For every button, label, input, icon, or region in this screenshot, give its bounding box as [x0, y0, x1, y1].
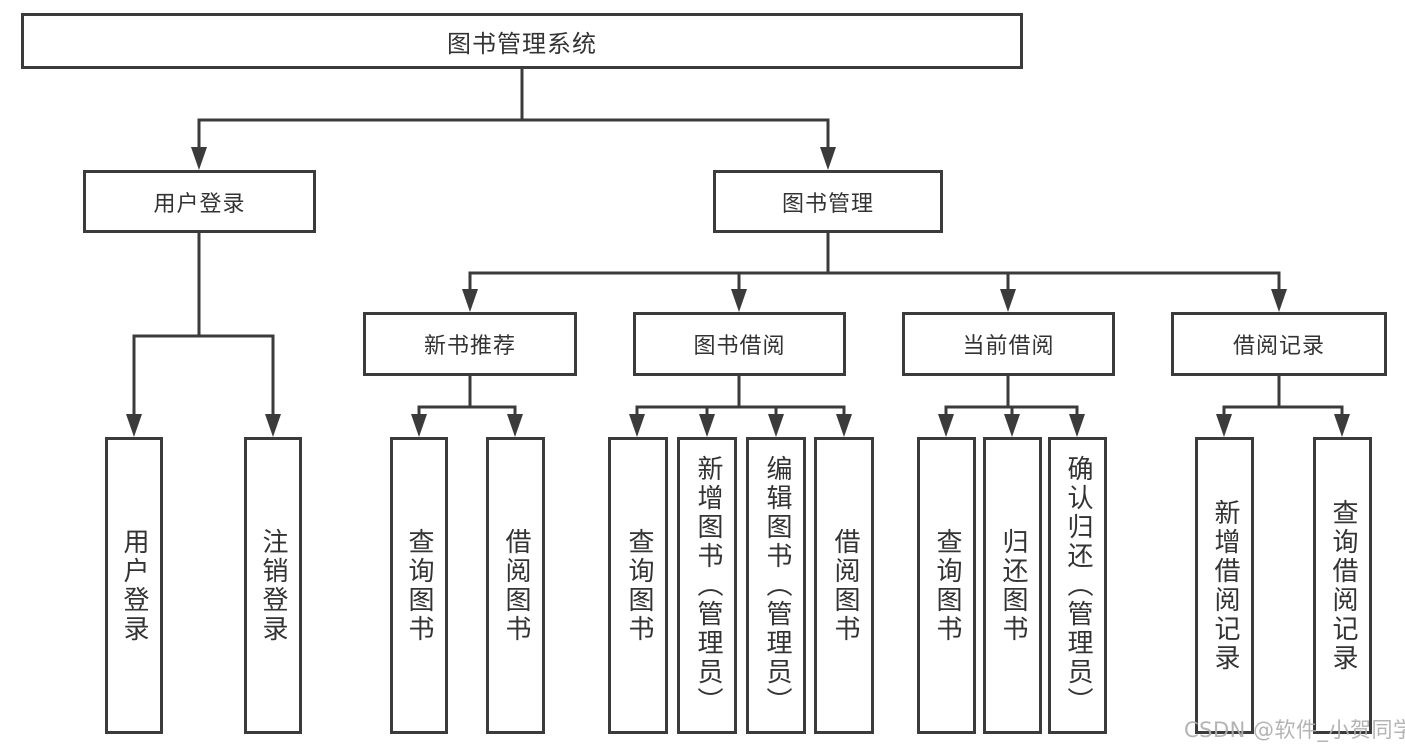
leaf-borrow-books-recommend: 借阅图书: [486, 437, 545, 734]
node-new-book-recommend: 新书推荐: [363, 312, 577, 376]
leaf-query-books-recommend: 查询图书: [390, 437, 448, 734]
connector-borrow-records-to-leaves: [1222, 376, 1344, 418]
leaf-borrow-books: 借阅图书: [814, 437, 874, 734]
node-borrow-records: 借阅记录: [1171, 312, 1387, 376]
connector-current-borrow-to-leaves: [944, 376, 1079, 418]
leaf-add-book-admin: 新增图书（管理员）: [677, 437, 737, 734]
arrowheads: [126, 147, 1350, 437]
leaf-query-books-borrow: 查询图书: [608, 437, 668, 734]
leaf-edit-book-admin: 编辑图书（管理员）: [746, 437, 806, 734]
node-book-management: 图书管理: [713, 170, 943, 233]
node-current-borrow: 当前借阅: [902, 312, 1115, 376]
leaf-query-borrow-record: 查询借阅记录: [1313, 437, 1372, 734]
connector-user-login-to-leaves: [132, 233, 275, 418]
connector-new-book-recommend-to-leaves: [417, 376, 517, 418]
connector-book-management-to-level3: [468, 233, 1281, 293]
connector-root-to-level2: [197, 69, 830, 150]
node-user-login: 用户登录: [83, 170, 316, 233]
node-book-borrow: 图书借阅: [633, 312, 846, 376]
csdn-watermark: CSDN @软件_小贺同学: [1184, 718, 1405, 742]
leaf-user-login: 用户登录: [105, 437, 163, 734]
leaf-confirm-return-admin: 确认归还（管理员）: [1048, 437, 1107, 734]
leaf-return-book: 归还图书: [983, 437, 1042, 734]
leaf-query-books-current: 查询图书: [917, 437, 976, 734]
node-root: 图书管理系统: [21, 13, 1023, 69]
leaf-add-borrow-record: 新增借阅记录: [1195, 437, 1254, 734]
leaf-logout: 注销登录: [244, 437, 302, 734]
connector-book-borrow-to-leaves: [635, 376, 846, 418]
